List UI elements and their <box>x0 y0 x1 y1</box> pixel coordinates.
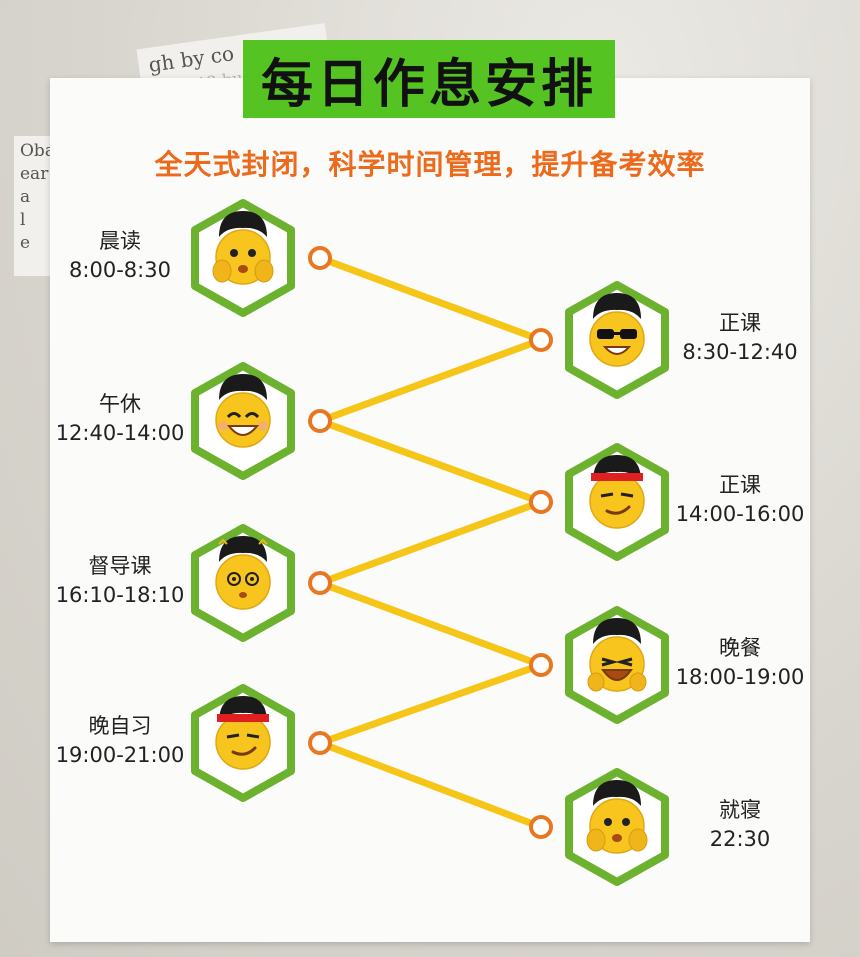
activity-time: 22:30 <box>709 827 771 851</box>
face-covering-cheeks-icon <box>189 197 297 319</box>
timeline-node <box>529 815 553 839</box>
schedule-label-right-3: 就寝 22:30 <box>665 796 815 854</box>
activity-name: 正课 <box>719 473 761 497</box>
zigzag-line <box>316 254 545 831</box>
grinning-face-icon <box>189 360 297 482</box>
schedule-label-right-1: 正课 14:00-16:00 <box>665 471 815 529</box>
activity-name: 午休 <box>99 392 141 416</box>
activity-time: 8:30-12:40 <box>682 340 798 364</box>
schedule-label-right-2: 晚餐 18:00-19:00 <box>665 634 815 692</box>
timeline-node <box>308 409 332 433</box>
activity-name: 正课 <box>719 311 761 335</box>
page-subtitle: 全天式封闭，科学时间管理，提升备考效率 <box>154 148 706 181</box>
timeline-node <box>529 328 553 352</box>
activity-time: 12:40-14:00 <box>55 421 185 445</box>
timeline-node <box>529 490 553 514</box>
activity-time: 8:00-8:30 <box>69 258 171 282</box>
schedule-label-left-1: 午休 12:40-14:00 <box>45 390 195 448</box>
scrap-text-line: ear <box>20 164 49 184</box>
timeline-node <box>529 653 553 677</box>
face-covering-cheeks-icon <box>563 766 671 888</box>
activity-name: 就寝 <box>719 798 761 822</box>
timeline-node <box>308 571 332 595</box>
headband-smirk-face-icon <box>563 441 671 563</box>
sunglasses-face-icon <box>563 279 671 401</box>
timeline-node <box>308 731 332 755</box>
scrap-text-line: Oba <box>20 141 55 161</box>
laughing-face-icon <box>563 604 671 726</box>
dizzy-face-icon <box>189 522 297 644</box>
page-title: 每日作息安排 <box>260 54 597 115</box>
schedule-label-left-0: 晨读 8:00-8:30 <box>45 227 195 285</box>
schedule-label-right-0: 正课 8:30-12:40 <box>665 309 815 367</box>
paper-sheet <box>50 78 810 942</box>
activity-name: 晚餐 <box>719 636 761 660</box>
activity-name: 晚自习 <box>88 714 152 738</box>
activity-time: 16:10-18:10 <box>55 583 185 607</box>
headband-smirk-face-icon <box>189 682 297 804</box>
scrap-text-line: e <box>20 233 31 253</box>
scrap-text-line: l <box>20 210 26 230</box>
schedule-label-left-3: 晚自习 19:00-21:00 <box>45 712 195 770</box>
title-banner: 每日作息安排 <box>243 40 615 118</box>
scrap-text-line: a <box>20 187 31 207</box>
schedule-label-left-2: 督导课 16:10-18:10 <box>45 552 195 610</box>
timeline-node <box>308 246 332 270</box>
activity-time: 18:00-19:00 <box>675 665 805 689</box>
activity-time: 14:00-16:00 <box>675 502 805 526</box>
activity-time: 19:00-21:00 <box>55 743 185 767</box>
activity-name: 晨读 <box>99 229 141 253</box>
activity-name: 督导课 <box>88 554 152 578</box>
